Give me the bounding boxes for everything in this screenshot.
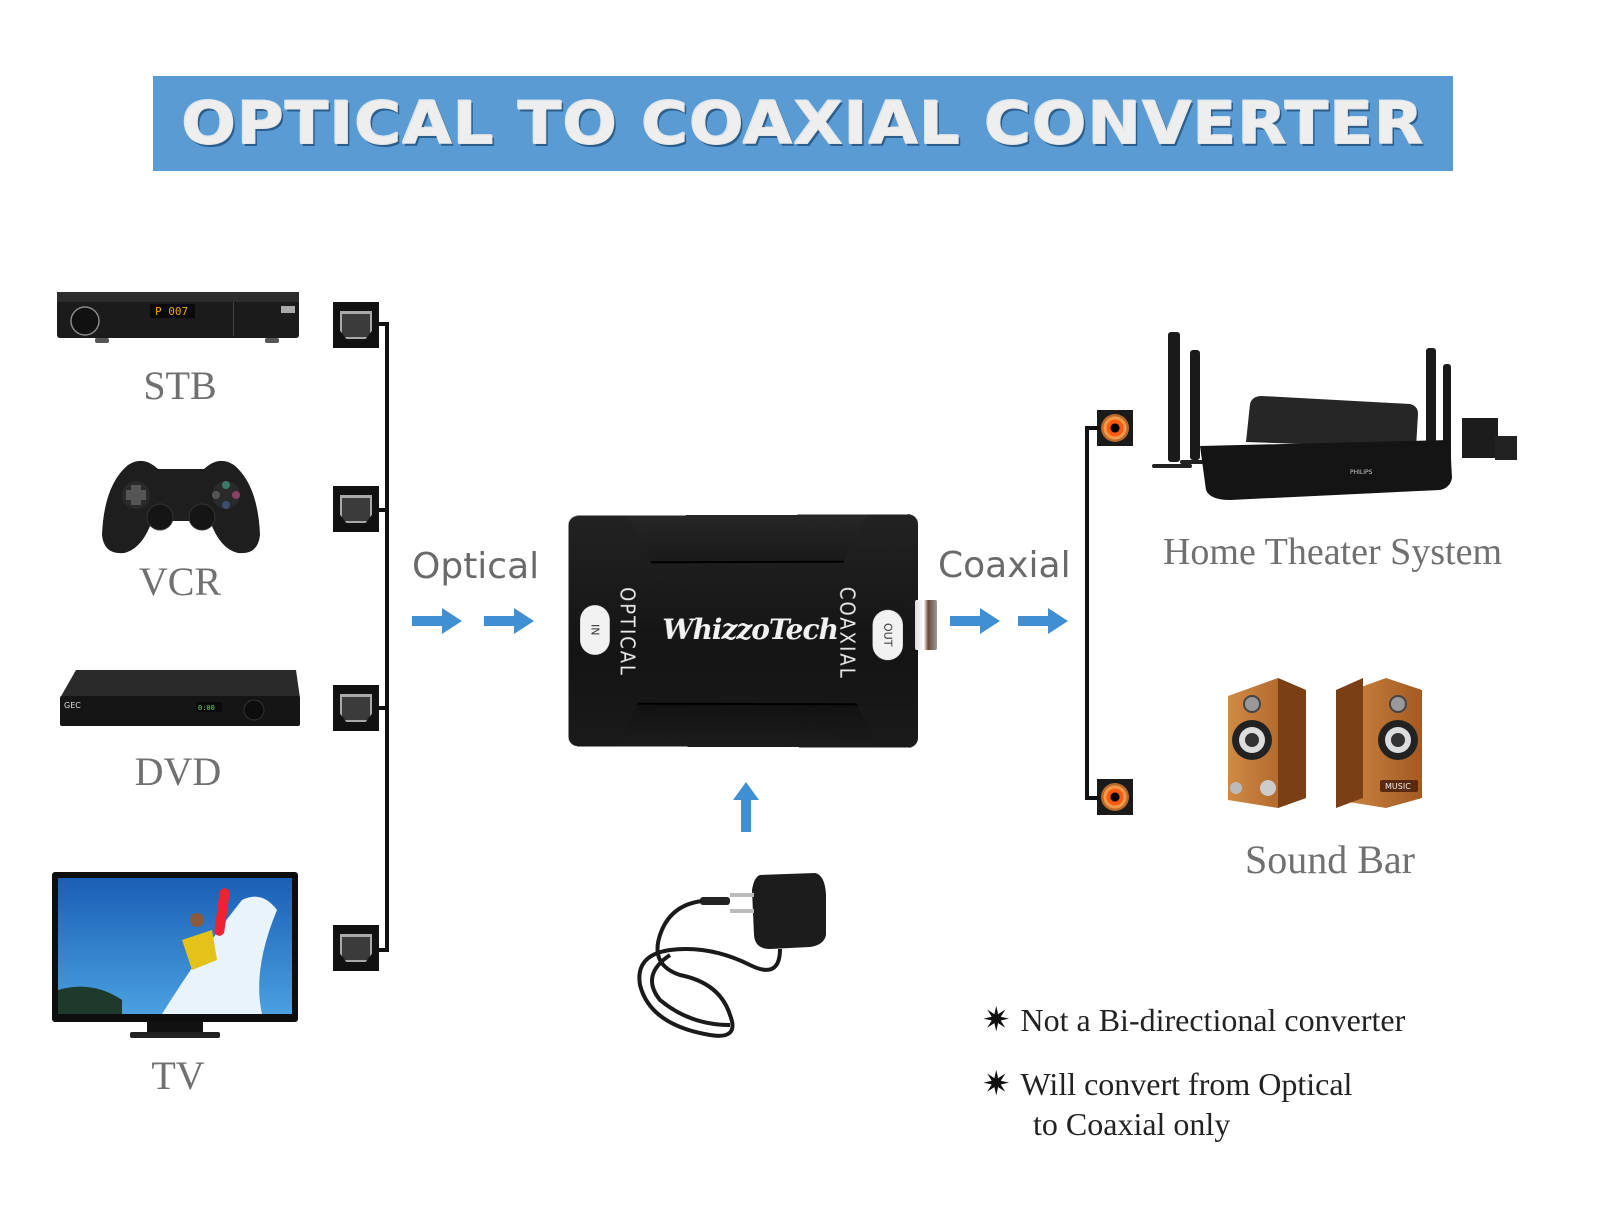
page-title: OPTICAL TO COAXIAL CONVERTER: [181, 89, 1425, 158]
label-sound-bar: Sound Bar: [1245, 837, 1415, 882]
starburst-bullet-icon: ✷: [982, 1002, 1011, 1039]
optical-port-icon: [333, 685, 379, 731]
note-1-text: Not a Bi-directional converter: [1020, 1002, 1406, 1038]
arrow-right-icon: [484, 608, 534, 634]
coaxial-label: Coaxial: [938, 545, 1071, 586]
arrow-right-icon: [1018, 608, 1068, 634]
connector-stb: [379, 322, 389, 326]
in-pill: IN: [580, 605, 610, 655]
svg-text:MUSIC: MUSIC: [1385, 782, 1411, 791]
stb-device: P 007: [55, 288, 301, 346]
label-stb: STB: [143, 363, 217, 408]
note-1: ✷Not a Bi-directional converter: [982, 1000, 1405, 1040]
coaxial-port-icon: [1097, 410, 1133, 446]
label-home-theater: Home Theater System: [1162, 531, 1503, 573]
out-pill: OUT: [872, 609, 903, 661]
connector-sound-bar: [1085, 796, 1099, 800]
home-theater-device: PHILIPS: [1150, 328, 1520, 508]
right-bus-line: [1085, 426, 1089, 800]
svg-text:0:00: 0:00: [198, 704, 215, 712]
arrow-right-icon: [412, 608, 462, 634]
coaxial-port-icon: [1097, 779, 1133, 815]
brand-logo: WhizzoTech: [662, 612, 839, 647]
set-top-box-icon: P 007: [57, 292, 299, 343]
arrow-right-icon: [950, 608, 1000, 634]
sound-bar-device: MUSIC: [1218, 676, 1433, 811]
connector-dvd: [379, 706, 389, 710]
dvd-player-icon: GEC 0:00: [60, 670, 300, 726]
converter-bottom-ridge: [618, 703, 878, 748]
optical-port-icon: [333, 925, 379, 971]
vcr-device: [98, 455, 264, 560]
converter-device: IN OPTICAL WhizzoTech COAXIAL OUT: [568, 514, 919, 748]
gamepad-icon: [102, 460, 260, 554]
note-2-text: Will convert from Optical: [1020, 1066, 1353, 1102]
optical-port-icon: [333, 302, 379, 348]
power-adapter: [630, 865, 840, 1045]
converter-top-ridge: [628, 514, 868, 563]
left-bus-line: [385, 322, 389, 952]
home-theater-icon: PHILIPS: [1152, 332, 1517, 500]
note-2-cont: to Coaxial only: [1033, 1106, 1231, 1142]
coaxial-side-text: COAXIAL: [835, 586, 860, 680]
svg-text:GEC: GEC: [64, 701, 81, 710]
power-adapter-icon: [637, 873, 826, 1038]
connector-vcr: [379, 508, 389, 512]
television-icon: [52, 872, 298, 1038]
label-dvd: DVD: [134, 749, 222, 794]
optical-side-text: OPTICAL: [615, 587, 640, 678]
coaxial-jack: [915, 600, 937, 650]
label-tv: TV: [151, 1053, 205, 1098]
optical-label: Optical: [412, 546, 540, 587]
speakers-icon: MUSIC: [1228, 678, 1422, 808]
starburst-bullet-icon: ✷: [982, 1066, 1011, 1103]
svg-text:PHILIPS: PHILIPS: [1350, 469, 1373, 476]
connector-home-theater: [1085, 426, 1099, 430]
note-2: ✷Will convert from Optical: [982, 1064, 1352, 1104]
svg-text:P 007: P 007: [155, 305, 188, 318]
dvd-device: GEC 0:00: [56, 668, 302, 728]
label-vcr: VCR: [138, 559, 222, 604]
connector-tv: [379, 948, 389, 952]
title-banner: OPTICAL TO COAXIAL CONVERTER: [153, 76, 1453, 171]
optical-port-icon: [333, 486, 379, 532]
arrow-up-icon: [733, 782, 759, 832]
tv-device: [52, 870, 298, 1040]
